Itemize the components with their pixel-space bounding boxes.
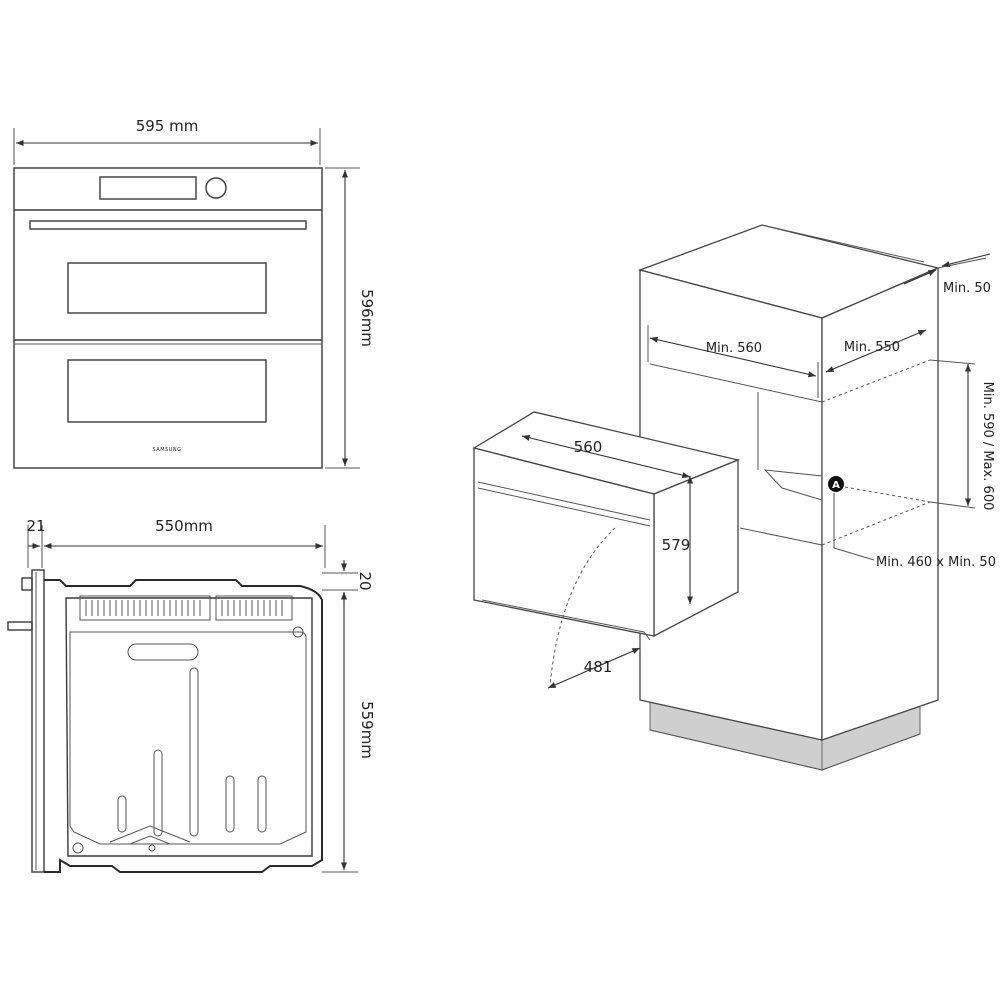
rear-gap-label: Min. 50 xyxy=(943,281,991,296)
cabinet-side xyxy=(821,267,939,741)
top-offset-label: 20 xyxy=(356,571,374,590)
front-oven-body xyxy=(13,167,323,469)
upper-window xyxy=(67,262,267,314)
control-display xyxy=(99,176,197,200)
front-depth-label: 21 xyxy=(26,517,45,535)
side-depth-label: 550mm xyxy=(155,517,213,535)
door-handle xyxy=(29,220,307,230)
marker-a xyxy=(828,476,844,492)
vent-slot xyxy=(763,469,823,501)
cabinet-depth-label: Min. 550 xyxy=(844,340,900,355)
oven-depth-dimension-line xyxy=(547,647,641,689)
front-height-label: 596mm xyxy=(358,289,376,347)
oven-width-dimension-line xyxy=(521,434,691,479)
side-body-outline xyxy=(44,579,323,873)
oven-width-label: 560 xyxy=(574,438,603,456)
front-view: 595 mm 596mm SAMSUNG xyxy=(13,117,376,469)
door-swing-arc xyxy=(549,527,616,687)
cabinet-width-dimension-line xyxy=(649,336,817,378)
vent-size-label: Min. 460 x Min. 50 xyxy=(876,555,996,570)
side-handle-slot xyxy=(127,643,199,661)
side-knob xyxy=(7,621,33,631)
side-height-label: 559mm xyxy=(358,701,376,759)
brand-logo: SAMSUNG xyxy=(153,447,182,453)
installation-view: Min. 50 Min. 560 Min. 550 Min. 590 / Max… xyxy=(472,224,996,771)
front-width-label: 595 mm xyxy=(136,117,199,135)
cabinet-depth-dimension-line xyxy=(825,329,927,373)
oven-front xyxy=(473,447,655,637)
vent-slots xyxy=(79,595,293,621)
side-door-panel xyxy=(31,569,45,873)
control-knob xyxy=(205,177,227,199)
lower-window xyxy=(67,359,267,423)
cabinet-width-label: Min. 560 xyxy=(706,341,762,356)
oven-depth-label: 481 xyxy=(584,658,613,676)
marker-a-label: A xyxy=(832,480,840,491)
side-view: 21 550mm 20 559mm xyxy=(7,517,376,873)
oven-height-label: 579 xyxy=(662,536,691,554)
cavity-height-label: Min. 590 / Max. 600 xyxy=(980,382,995,511)
